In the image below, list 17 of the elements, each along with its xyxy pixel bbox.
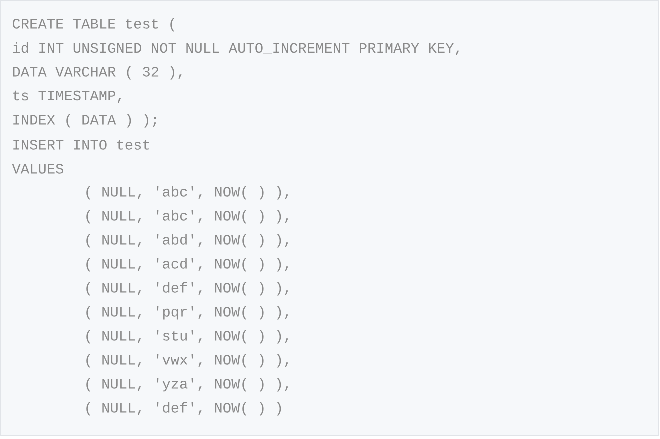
- code-line: ( NULL, 'pqr', NOW( ) ),: [86, 306, 288, 320]
- code-line: VALUES: [12, 164, 64, 174]
- code-line: ( NULL, 'acd', NOW( ) ),: [86, 258, 288, 272]
- code-line: INDEX ( DATA ) );: [14, 114, 156, 128]
- code-line: id INT UNSIGNED NOT NULL AUTO_INCREMENT PRIMARY KEY,: [13, 42, 460, 56]
- code-line: DATA VARCHAR ( 32 ),: [13, 66, 182, 80]
- code-line: ( NULL, 'abc', NOW( ) ),: [86, 186, 288, 200]
- code-line: ts TIMESTAMP,: [14, 90, 122, 104]
- code-line: ( NULL, 'abc', NOW( ) ),: [86, 210, 288, 224]
- code-line: ( NULL, 'yza', NOW( ) ),: [86, 378, 288, 392]
- code-line: CREATE TABLE test (: [13, 18, 174, 32]
- code-line: INSERT INTO test: [14, 140, 150, 150]
- code-line: ( NULL, 'abd', NOW( ) ),: [86, 234, 288, 248]
- code-line: ( NULL, 'vwx', NOW( ) ),: [86, 354, 288, 368]
- code-line: ( NULL, 'def', NOW( ) ),: [86, 282, 288, 296]
- code-line: ( NULL, 'stu', NOW( ) ),: [86, 330, 288, 344]
- code-line: ( NULL, 'def', NOW( ) ): [86, 402, 282, 416]
